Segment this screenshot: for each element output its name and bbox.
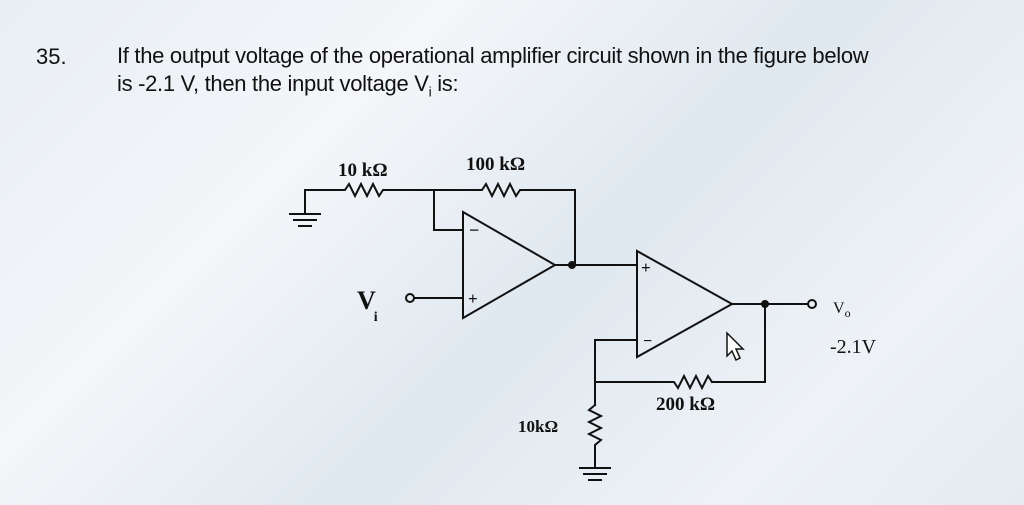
input-voltage-label-v: V — [357, 286, 376, 315]
op-amp-1-minus-sign: − — [469, 220, 479, 240]
question-number: 35. — [36, 44, 67, 69]
op-amp-2-triangle — [636, 249, 735, 359]
resistor-rf1-zigzag — [475, 181, 576, 199]
question-line-2-main: is -2.1 V, then the input voltage V — [117, 71, 429, 96]
output-voltage-label-v: V — [833, 300, 845, 317]
question-line-2-end: is: — [431, 71, 459, 96]
question-line-2: is -2.1 V, then the input voltage Vi is: — [117, 70, 1007, 105]
resistor-rf2-label: 200 kΩ — [656, 394, 715, 415]
wire-ground-to-r1 — [304, 189, 339, 213]
question-line-1: If the output voltage of the operational… — [117, 43, 869, 68]
question-line-2-subscript: i — [428, 83, 432, 100]
ground-symbol-bottom — [579, 467, 611, 481]
junction-node-opamp1-output — [568, 261, 576, 269]
question-text: If the output voltage of the operational… — [117, 42, 1007, 105]
ground-symbol-left — [289, 211, 321, 227]
resistor-r1-label: 10 kΩ — [338, 160, 388, 181]
resistor-rf1-label: 100 kΩ — [466, 154, 525, 175]
resistor-r2-zigzag — [586, 403, 604, 469]
op-amp-2-plus-sign: + — [641, 258, 651, 277]
op-amp-1-plus-sign: + — [468, 289, 478, 308]
output-voltage-label: Vo — [833, 300, 851, 320]
vi-terminal — [405, 293, 415, 303]
wire-output-feedback — [711, 303, 766, 383]
output-voltage-label-subscript: o — [845, 306, 851, 320]
wire-to-inverting-input-2 — [594, 339, 638, 406]
mouse-pointer-icon — [726, 331, 745, 362]
resistor-r1-zigzag — [337, 181, 396, 199]
output-voltage-value: -2.1V — [830, 336, 877, 358]
resistor-r2-label: 10kΩ — [518, 417, 558, 436]
wire-node-to-inverting-input — [433, 189, 464, 231]
vo-terminal — [807, 299, 817, 309]
op-amp-2-minus-sign: − — [643, 333, 652, 350]
junction-node-output — [761, 300, 769, 308]
op-amp-1-triangle — [462, 210, 558, 320]
resistor-rf2-zigzag — [594, 373, 714, 391]
input-voltage-label-subscript: i — [374, 310, 378, 325]
